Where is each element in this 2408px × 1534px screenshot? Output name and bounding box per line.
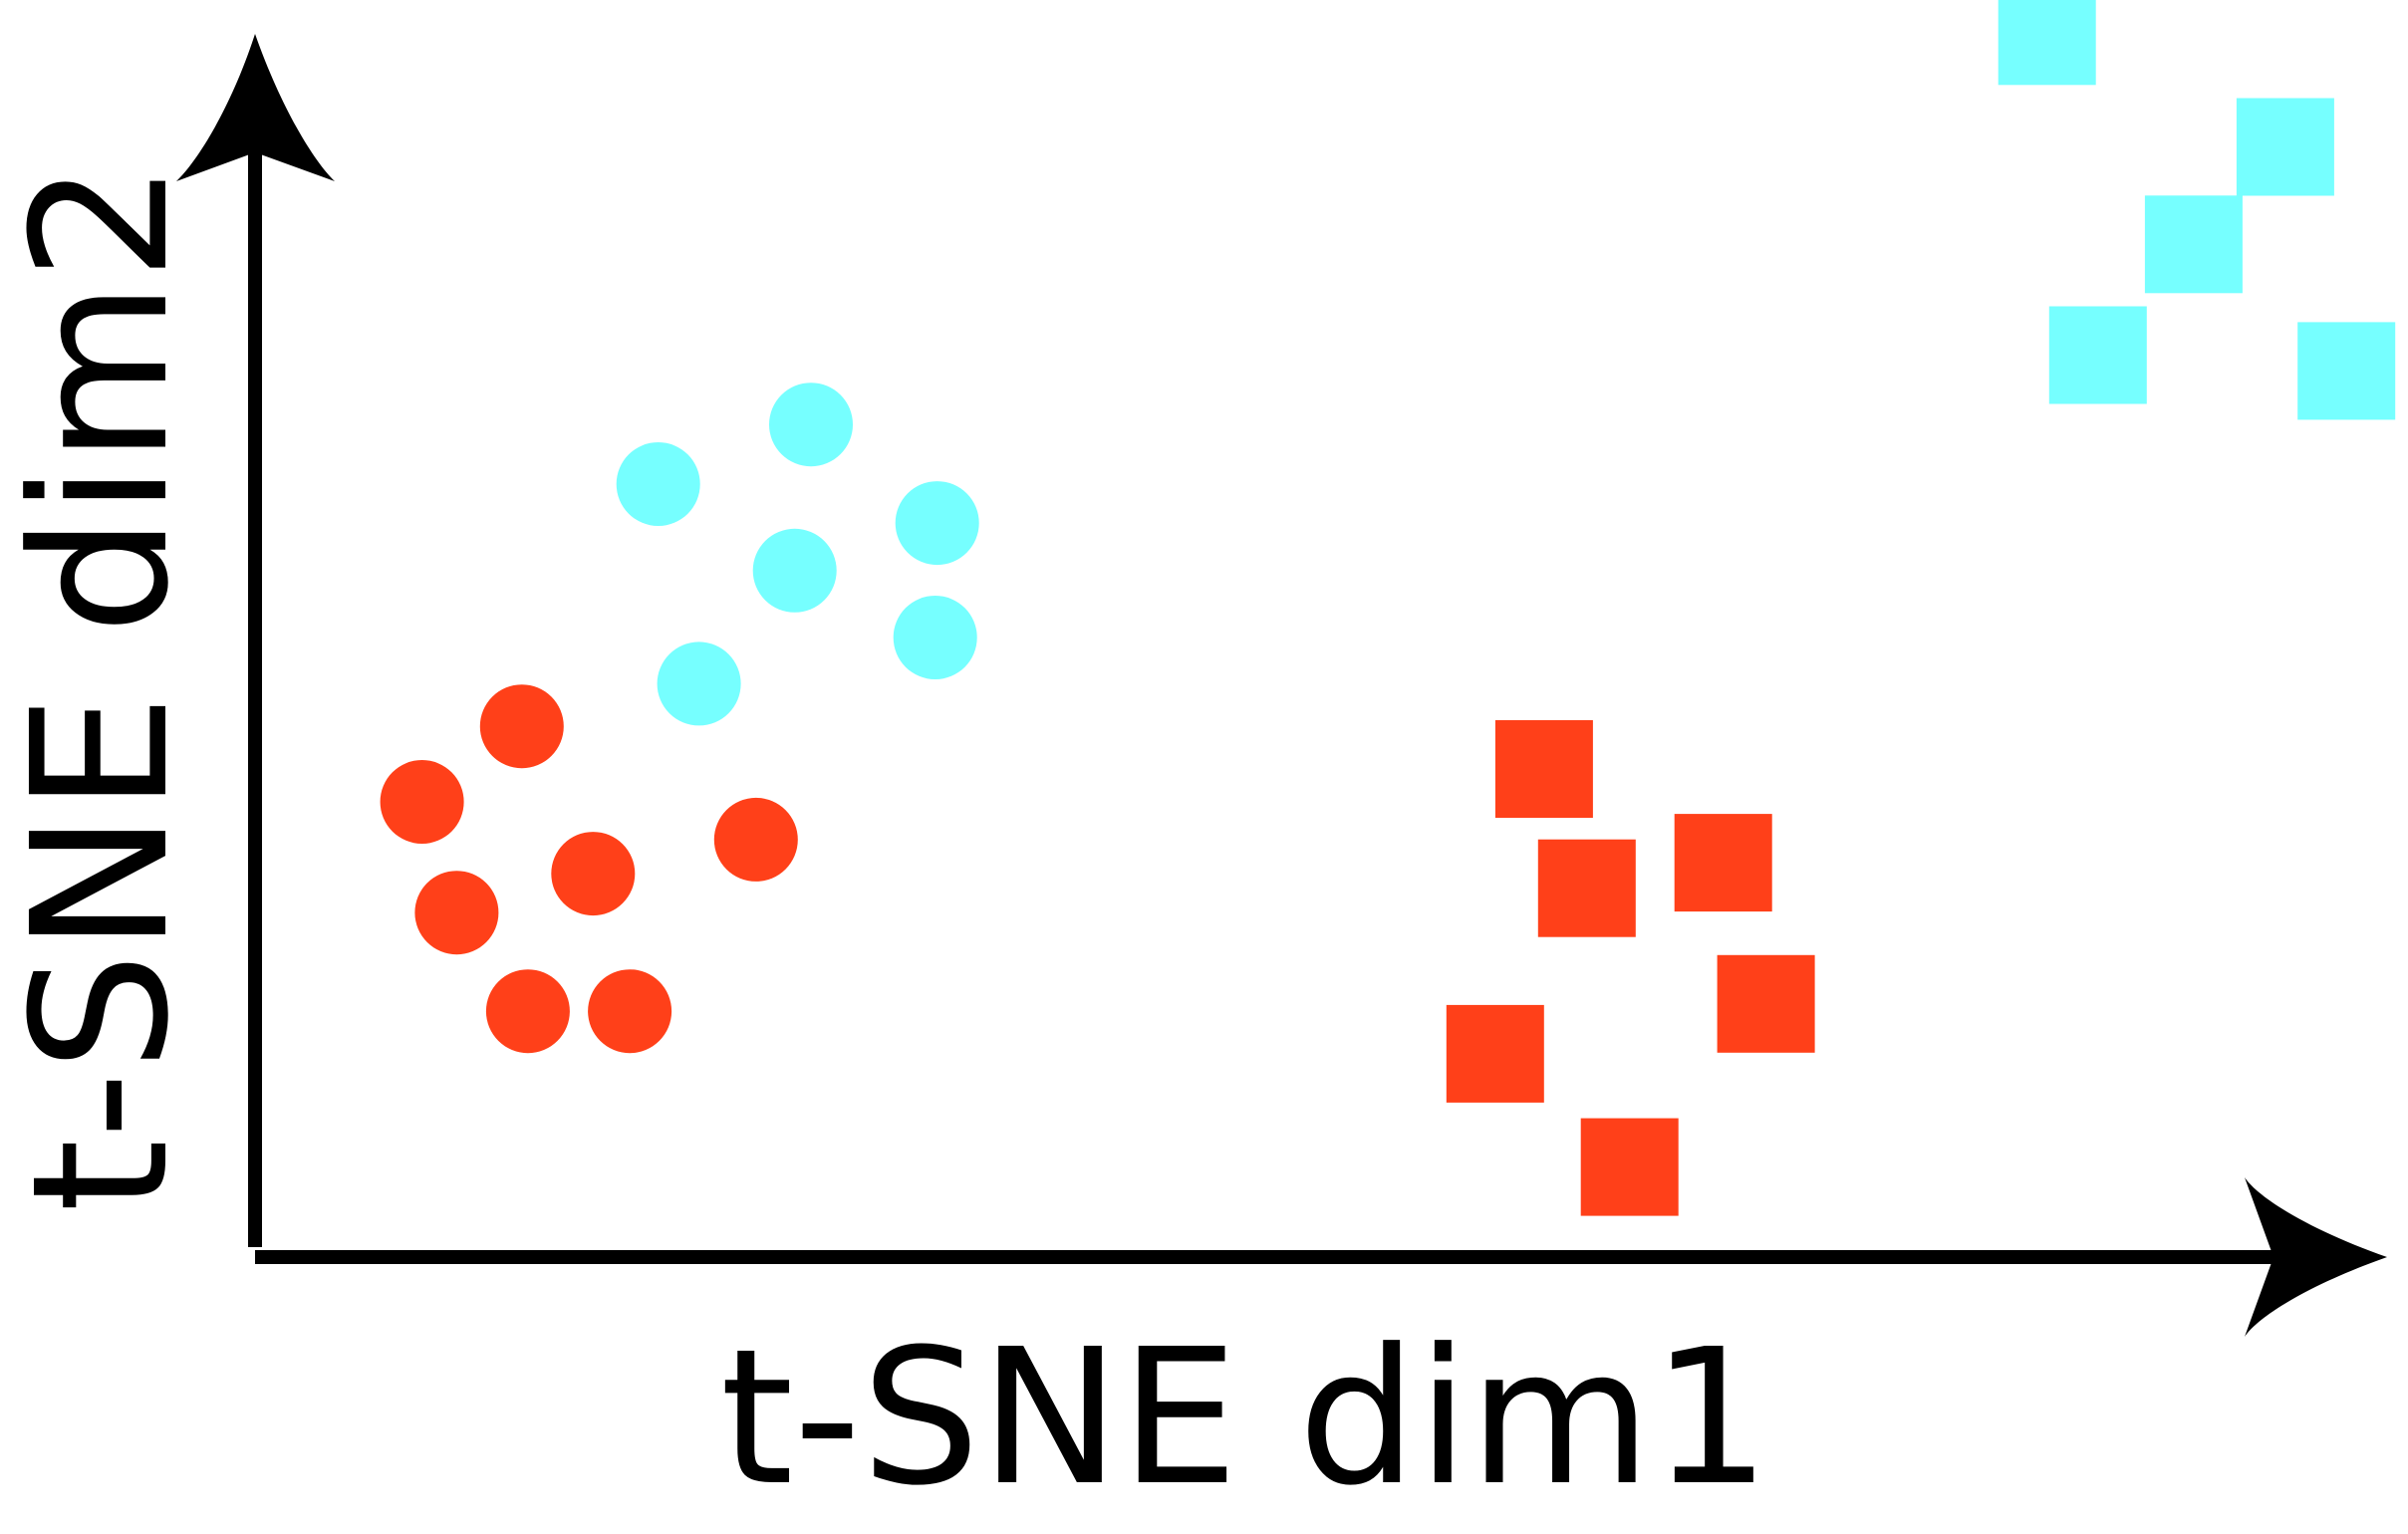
scatter-point-square-s3-2 <box>2236 98 2334 196</box>
scatter-point-circle-s0-4 <box>485 969 570 1054</box>
scatter-point-circle-s1-0 <box>616 442 700 526</box>
scatter-point-circle-s0-3 <box>551 832 636 916</box>
scatter-point-circle-s0-1 <box>479 684 564 769</box>
scatter-point-square-s2-4 <box>1446 1004 1544 1103</box>
scatter-point-square-s2-0 <box>1494 720 1593 818</box>
scatter-point-circle-s1-5 <box>657 641 741 726</box>
scatter-point-circle-s1-1 <box>769 383 853 467</box>
scatter-point-square-s3-3 <box>2144 195 2243 294</box>
scatter-point-circle-s0-6 <box>713 797 798 882</box>
scatter-point-square-s2-5 <box>1580 1118 1679 1216</box>
y-axis-arrowhead <box>176 34 335 181</box>
scatter-point-square-s2-2 <box>1674 814 1772 912</box>
scatter-point-circle-s1-3 <box>895 481 979 566</box>
x-axis-label: t-SNE dim1 <box>720 1309 1770 1527</box>
scatter-point-circle-s0-5 <box>588 969 672 1054</box>
scatter-point-circle-s1-4 <box>893 596 977 679</box>
y-axis-label: t-SNE dim2 <box>0 162 210 1212</box>
scatter-point-square-s2-3 <box>1717 954 1815 1053</box>
scatter-point-circle-s0-2 <box>414 871 499 955</box>
scatter-point-square-s3-5 <box>2297 322 2396 420</box>
scatter-point-circle-s0-0 <box>380 760 464 844</box>
scatter-point-square-s3-4 <box>2048 306 2147 404</box>
scatter-point-square-s2-1 <box>1537 839 1636 937</box>
scatter-point-square-s3-1 <box>1998 0 2096 86</box>
x-axis-arrowhead <box>2245 1177 2387 1337</box>
data-marks <box>380 0 2396 1216</box>
scatter-point-circle-s1-2 <box>752 528 837 613</box>
